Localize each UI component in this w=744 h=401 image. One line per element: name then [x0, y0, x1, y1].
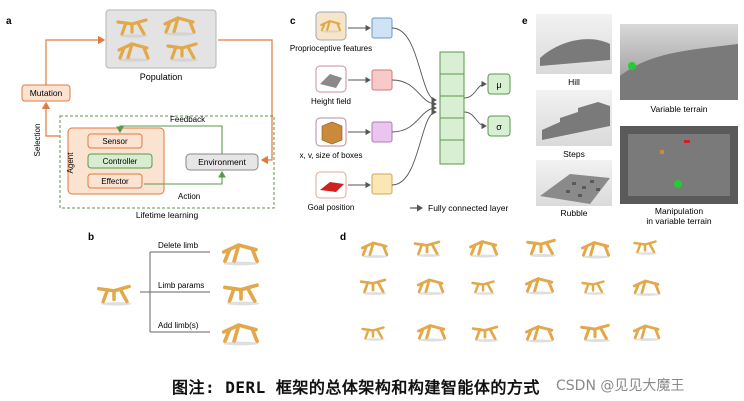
feedback-label: Feedback [170, 115, 206, 124]
selection-arrow [41, 101, 60, 137]
output-label: σ [496, 122, 502, 132]
panel-e: e Hill Steps Rubble Variable terrain Man… [522, 14, 738, 226]
terrain-label: Hill [568, 77, 580, 87]
input-label: Goal position [308, 203, 355, 212]
panel-a-label: a [6, 16, 12, 27]
encoder-square [371, 17, 393, 39]
sensor-box [87, 133, 143, 149]
population-to-env-arrow [218, 39, 273, 165]
source-creature [97, 284, 134, 306]
panel-d: d [340, 232, 662, 345]
terrain-label: Rubble [561, 208, 588, 218]
encoder-square [371, 121, 393, 143]
panel-b: b Delete limb Limb params Add limb(s) [88, 232, 262, 346]
panel-b-label: b [88, 232, 94, 243]
mutation-label: Mutation [30, 88, 63, 98]
box-marker [660, 150, 664, 154]
input-label: Height field [311, 97, 351, 106]
terrain-label: Variable terrain [650, 104, 707, 114]
mutation-arrow [45, 35, 106, 85]
feedback-arrow [116, 125, 223, 154]
effector-box [87, 173, 143, 189]
controller-box [87, 153, 153, 169]
agent-label: Agent [66, 152, 75, 174]
action-arrow [144, 170, 226, 185]
caption-bar: 图注: DERL 框架的总体架构和构建智能体的方式 CSDN @见见大魔王 [0, 372, 744, 397]
lifetime-label: Lifetime learning [136, 210, 199, 220]
panel-d-label: d [340, 232, 346, 243]
encoder-square [371, 173, 393, 195]
input-label: Proprioceptive features [290, 44, 372, 53]
panel-c: c Proprioceptive features Height field x… [290, 11, 511, 213]
agent-morphology-icon [315, 11, 347, 41]
encoder-square [371, 69, 393, 91]
lifetime-frame [59, 115, 275, 209]
morphology-grid [361, 238, 662, 345]
terrain-label: Manipulation [655, 206, 703, 216]
terrain-label: in variable terrain [646, 216, 711, 226]
box-shape [321, 121, 343, 145]
branch-label: Delete limb [158, 241, 199, 250]
branch-label: Add limb(s) [158, 321, 199, 330]
panel-c-label: c [290, 16, 296, 27]
panel-e-label: e [522, 16, 528, 27]
input-label: x, v, size of boxes [300, 151, 363, 160]
action-label: Action [178, 192, 200, 201]
selection-label: Selection [33, 124, 42, 157]
mutated-creature [221, 243, 261, 266]
population-label: Population [140, 72, 183, 82]
mutated-creature [223, 283, 262, 306]
variable-shape [620, 44, 738, 100]
branch-lines [140, 251, 210, 333]
watermark: CSDN @见见大魔王 [556, 378, 685, 394]
legend-label: Fully connected layer [428, 203, 508, 213]
controller-label: Controller [103, 157, 138, 166]
height-field-shape [320, 74, 342, 88]
hidden-layer [439, 51, 465, 165]
input-label-line: Proprioceptive features [290, 44, 372, 53]
panel-a: a Population Mutation Selection Lifetime… [6, 9, 275, 220]
terrain-label: Steps [563, 149, 585, 159]
branch-label: Limb params [158, 281, 204, 290]
goal-shape [320, 182, 344, 192]
mutated-creature [221, 323, 261, 346]
environment-label: Environment [198, 157, 246, 167]
output-sigma [487, 115, 511, 137]
output-mu [487, 73, 511, 95]
effector-label: Effector [101, 177, 129, 186]
agent-marker [628, 62, 636, 70]
sensor-label: Sensor [102, 137, 128, 146]
steps-shape [542, 102, 610, 140]
caption-text: 图注: DERL 框架的总体架构和构建智能体的方式 [172, 378, 540, 397]
agent-marker [674, 180, 682, 188]
figure-svg: a Population Mutation Selection Lifetime… [6, 9, 738, 346]
goal-marker [684, 140, 690, 143]
hill-shape [540, 39, 610, 66]
output-label: μ [496, 80, 501, 90]
